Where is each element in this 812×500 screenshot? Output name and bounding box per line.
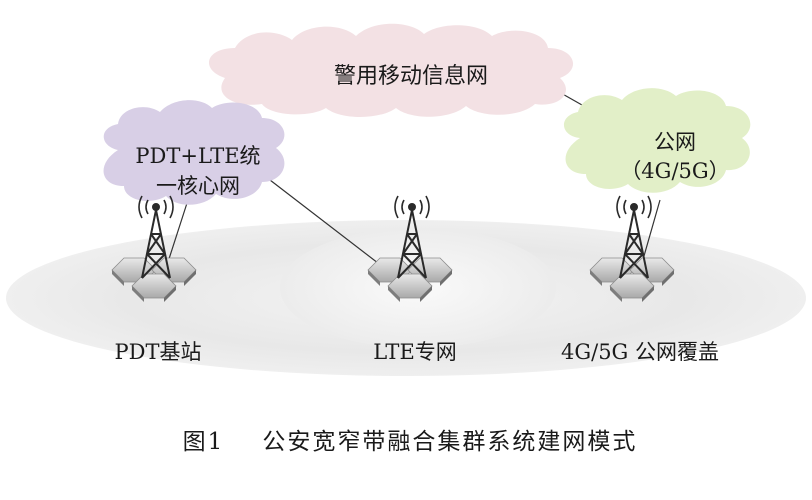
public-network-label-line1: 公网 <box>654 130 696 154</box>
figure-number: 图1 <box>182 429 225 455</box>
antenna-tower-icon <box>394 195 430 279</box>
core-network-label-line2: 一核心网 <box>156 174 240 198</box>
public-network-cloud <box>563 88 751 193</box>
public-network-label-line2: （4G/5G） <box>620 159 730 183</box>
pdt-station-label: PDT基站 <box>114 340 202 364</box>
public-coverage-label: 4G/5G 公网覆盖 <box>560 340 720 364</box>
link-core-to-pdt <box>167 199 189 263</box>
police-network-cloud <box>208 23 574 118</box>
figure-caption: 图1 公安宽窄带融合集群系统建网模式 <box>130 422 690 456</box>
core-network-label-line1: PDT+LTE统 <box>135 144 261 168</box>
figure-title: 公安宽窄带融合集群系统建网模式 <box>262 429 638 455</box>
core-network-label: PDT+LTE统 一核心网 <box>118 141 278 201</box>
public-station <box>589 195 675 302</box>
lte-station <box>367 195 453 302</box>
core-network-cloud <box>103 100 285 205</box>
public-network-label: 公网 （4G/5G） <box>590 128 760 186</box>
lte-station-label: LTE专网 <box>373 340 457 364</box>
pdt-station <box>111 195 197 302</box>
antenna-tower-icon <box>616 195 652 279</box>
police-network-label: 警用移动信息网 <box>333 64 488 89</box>
antenna-tower-icon <box>138 195 174 279</box>
